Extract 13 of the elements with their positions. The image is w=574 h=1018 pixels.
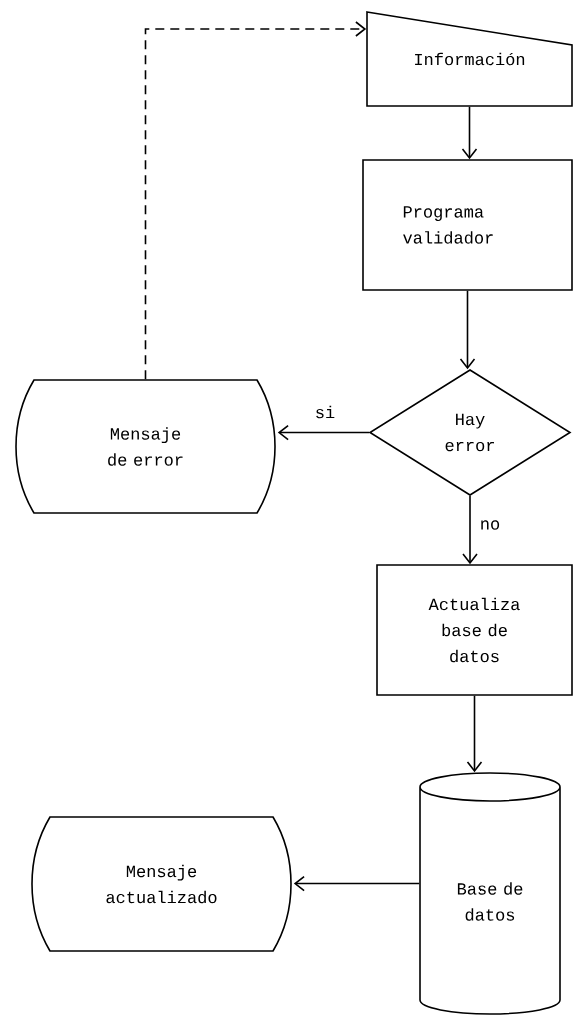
arrow (462, 495, 478, 565)
arrow (277, 424, 370, 441)
arrow (459, 290, 476, 370)
database-cylinder: Base de datos (419, 772, 561, 1015)
arrow (466, 695, 483, 773)
arrow (461, 106, 478, 160)
process-box: Actualiza base de datos (376, 564, 573, 696)
process-box: Programa validador (362, 159, 573, 291)
input-box: Información (366, 11, 573, 107)
edge-label: no (478, 519, 502, 531)
edge-label: si (313, 404, 337, 420)
arrow (293, 875, 420, 892)
arrow (144, 21, 367, 380)
